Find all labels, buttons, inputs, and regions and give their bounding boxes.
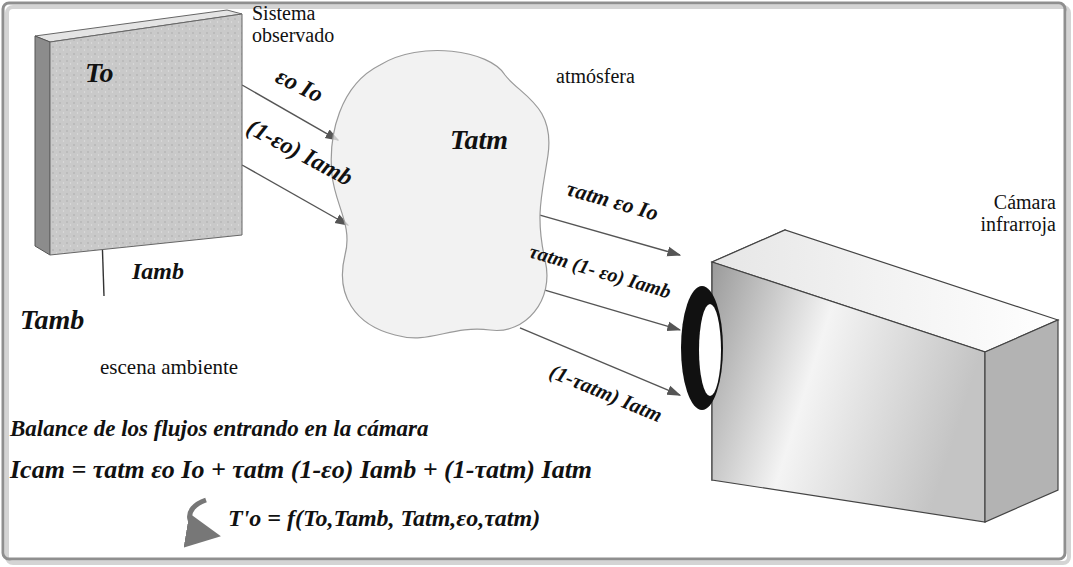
node-heading: Cámara infrarroja [940,191,1056,235]
flux-equation: Icam = τatm εo Io + τatm (1-εo) Iamb + (… [10,456,592,485]
infrared-camera-outline [678,185,1063,530]
plate-side [35,36,50,255]
flux-label: (1-τatm) Iatm [546,360,665,427]
camera-back-face [985,320,1058,522]
radiation-symbol: Iamb [132,258,184,284]
flux-label: εo Io [272,62,328,107]
atmosphere-blob-outline [320,45,555,345]
scene-label: escena ambiente [100,356,238,379]
observed-plate-outline [30,10,250,260]
node-heading: Sistema observado [252,2,372,46]
node-heading: atmósfera [556,65,635,87]
frame-shadow [7,7,1069,563]
curved-arrow [190,500,214,535]
camera-front-face [712,262,985,522]
observed-plate: Sistema observadoTo [30,10,250,260]
temperature-symbol: Tatm [450,125,508,156]
infrared-camera: Cámara infrarroja [678,185,1063,530]
flux-label: τatm (1- εo) Iamb [527,240,674,303]
frame-border [3,3,1065,559]
atmosphere-blob: atmósferaTatm [320,45,555,345]
camera-lens-opening [699,304,721,396]
temperature-symbol: Tamb [20,305,84,336]
camera-lens [681,286,723,410]
plate-face [50,14,242,255]
flux-label: τatm εo Io [563,176,661,225]
temperature-symbol: To [85,58,114,89]
temperature-function: T'o = f(To,Tamb, Tatm,εo,τatm) [228,505,540,531]
equation-title: Balance de los flujos entrando en la cám… [10,416,429,441]
atmosphere-cloud [331,51,549,338]
